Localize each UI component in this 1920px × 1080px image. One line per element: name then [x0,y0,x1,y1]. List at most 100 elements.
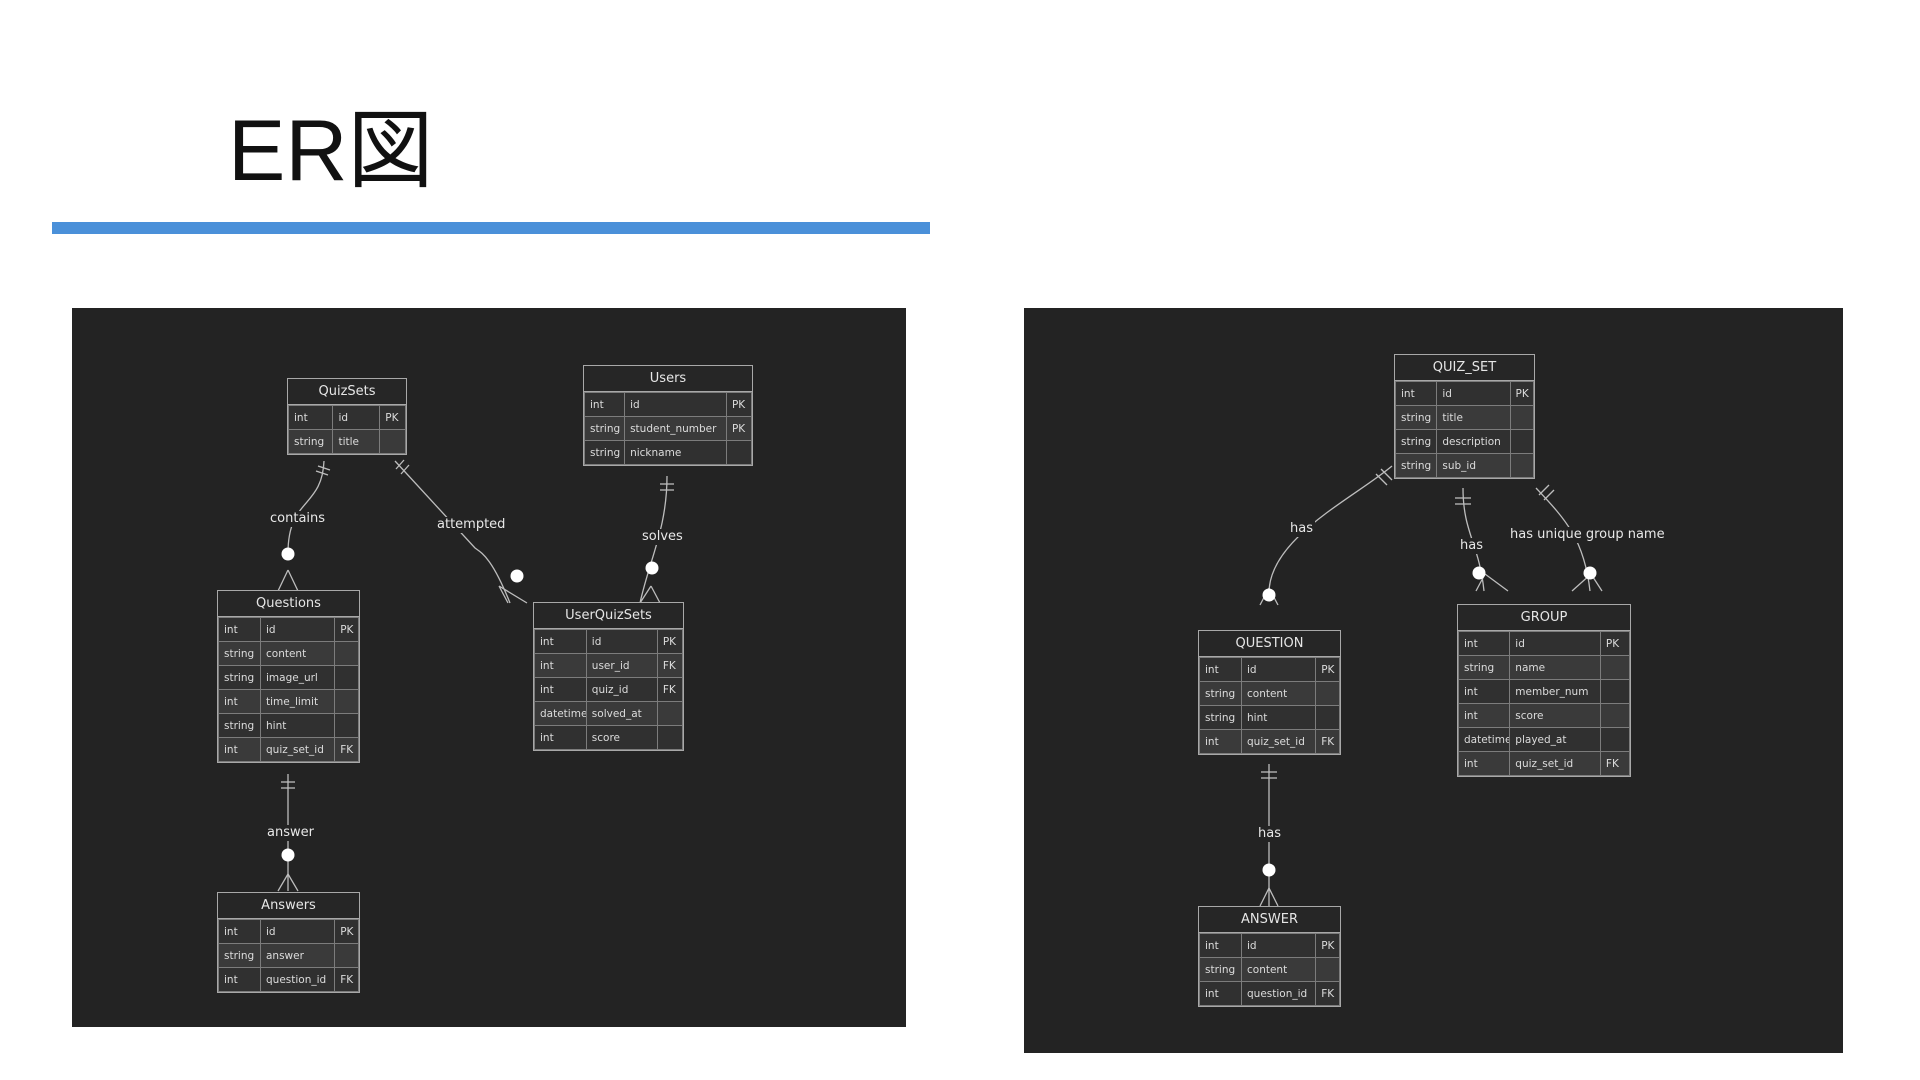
attribute-key: PK [1315,933,1340,958]
er-diagram-left: contains attempted solves answer QuizSet… [72,308,906,1027]
attribute-type: string [583,416,626,441]
attribute-type: string [1199,957,1242,982]
attribute-type: int [1457,631,1511,656]
attribute-key [1509,453,1535,478]
attribute-key: PK [725,416,753,441]
attribute-type: string [218,641,261,666]
attribute-key: PK [379,405,406,430]
attribute-type: int [287,405,334,430]
attribute-type: int [1457,679,1511,704]
attribute-type: int [1199,729,1242,754]
relation-label-has-answer: has [1256,826,1283,842]
entity-name: GROUP [1458,605,1630,631]
attribute-type: string [1199,705,1242,730]
attribute-name: name [1509,655,1601,680]
optional-markers [1262,566,1597,877]
attribute-key: PK [1599,631,1631,656]
attribute-type: int [534,653,587,678]
attribute-type: string [583,440,626,465]
attribute-key: PK [1509,381,1535,406]
attribute-key [1315,705,1340,730]
attribute-name: content [1240,957,1317,982]
slide-title: ER図 [228,103,434,199]
attribute-name: solved_at [585,701,658,726]
attribute-name: id [259,919,336,944]
attribute-type: int [534,629,587,654]
entity-name: UserQuizSets [534,603,683,629]
attribute-type: string [1394,429,1438,454]
attribute-name: score [1509,703,1601,728]
attribute-key [1599,679,1631,704]
attribute-name: id [259,617,336,642]
attribute-key [1599,727,1631,752]
attribute-name: id [585,629,658,654]
relation-label-has-group: has [1458,538,1485,554]
attribute-key [334,641,359,666]
attribute-name: hint [259,713,336,738]
relation-label-has-question: has [1288,521,1315,537]
entity-name: QUESTION [1199,631,1340,657]
entity-name: QuizSets [288,379,406,405]
attribute-name: question_id [1240,981,1317,1006]
relation-label-contains: contains [268,511,328,527]
entity-name: QUIZ_SET [1395,355,1534,381]
attribute-name: title [332,429,381,454]
attribute-name: image_url [259,665,336,690]
attribute-key [334,943,359,968]
attribute-key [334,689,359,714]
attribute-type: string [218,713,261,738]
relationship-lines-left [277,459,674,892]
attribute-key: PK [334,919,359,944]
attribute-name: id [332,405,381,430]
attribute-name: title [1436,405,1511,430]
attribute-type: int [218,737,261,762]
attribute-key [334,665,359,690]
attribute-type: datetime [1457,727,1511,752]
entity-name: Answers [218,893,359,919]
attribute-key [1599,655,1631,680]
attribute-name: played_at [1509,727,1601,752]
attribute-type: int [218,689,261,714]
attribute-name: content [259,641,336,666]
attribute-name: id [1240,657,1317,682]
attribute-key [1599,703,1631,728]
attribute-name: hint [1240,705,1317,730]
attribute-type: int [1199,981,1242,1006]
entity-name: Users [584,366,752,392]
attribute-type: int [1199,657,1242,682]
attribute-name: content [1240,681,1317,706]
attribute-key: FK [1599,751,1631,776]
